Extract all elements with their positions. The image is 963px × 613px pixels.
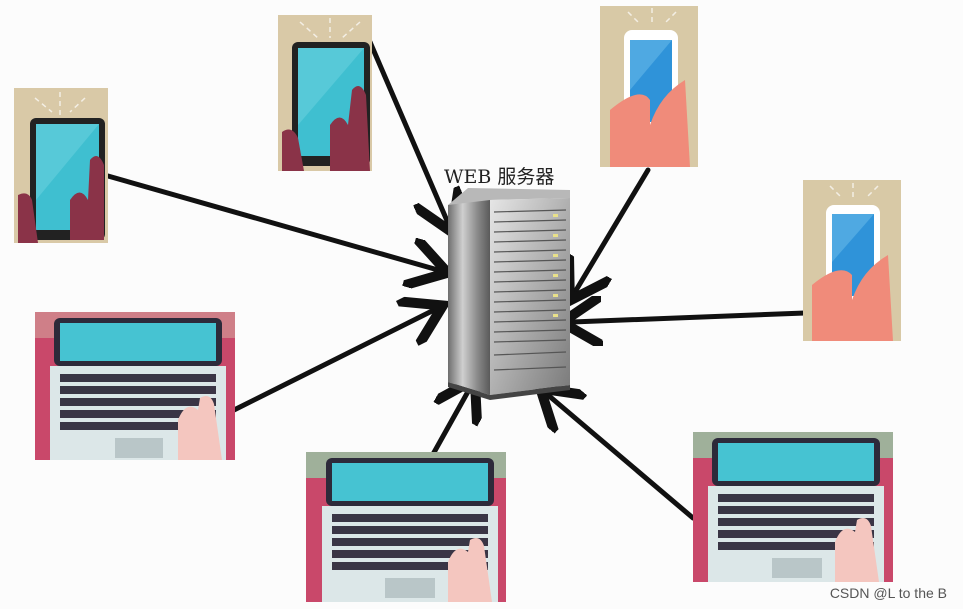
arrow-tablet-left	[105, 173, 438, 270]
phone-icon	[803, 180, 901, 341]
connection-arrows	[105, 39, 808, 521]
arrow-phone-top	[575, 167, 651, 292]
tablet-icon	[278, 15, 372, 171]
server-icon	[448, 188, 570, 400]
laptop-icon	[693, 432, 893, 582]
arrow-tablet-top	[367, 39, 448, 223]
watermark: CSDN @L to the B	[829, 585, 947, 601]
server-label: WEB 服务器	[444, 166, 555, 188]
arrow-phone-right	[572, 313, 808, 322]
keyboard	[60, 374, 216, 430]
arrow-laptop-right	[548, 395, 696, 521]
laptop-icon	[306, 452, 506, 602]
arrow-laptop-bottom	[429, 388, 470, 459]
tablet-icon	[14, 88, 108, 243]
keyboard	[718, 494, 874, 550]
laptop-icon	[35, 312, 235, 460]
phone-icon	[600, 6, 698, 167]
arrow-laptop-left	[231, 310, 434, 413]
keyboard	[332, 514, 488, 570]
